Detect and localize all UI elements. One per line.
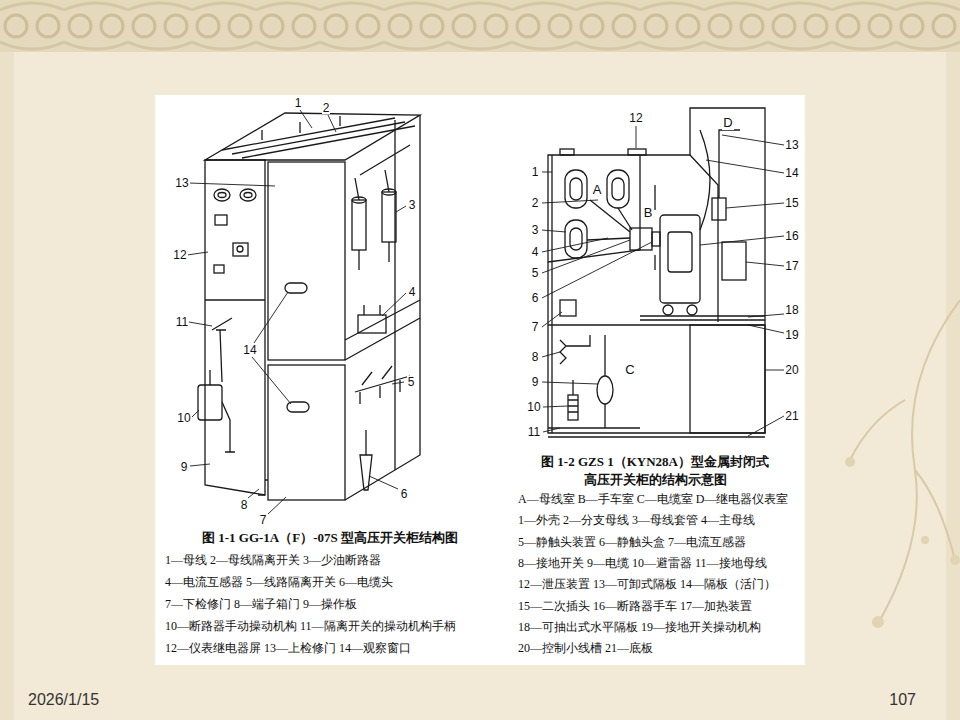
slide-number: 107: [889, 692, 916, 709]
callout-number: 14: [242, 344, 257, 357]
legend-line: 8—接地开关 9—电缆 10—避雷器 11—接地母线: [518, 557, 767, 570]
legend-line: 1—外壳 2—分支母线 3—母线套管 4—主母线: [518, 514, 755, 527]
callout-number: 2: [531, 197, 540, 210]
callout-number: 4: [408, 286, 417, 299]
callout-number: 15: [784, 197, 799, 210]
legend-line: 1—母线 2—母线隔离开关 3—少油断路器: [165, 554, 381, 567]
callout-number: 2: [322, 102, 331, 115]
callout-number: 8: [531, 351, 540, 364]
region-letter: D: [722, 116, 733, 130]
callout-number: 16: [784, 230, 799, 243]
callout-number: 21: [784, 410, 799, 423]
figure-caption: 图 1-1 GG-1A（F）-07S 型高压开关柜结构图: [202, 531, 458, 545]
legend-line: 20—控制小线槽 21—底板: [518, 642, 653, 655]
gg1a-cabinet: [198, 113, 420, 500]
figure-caption: 图 1-2 GZS 1（KYN28A）型金属封闭式: [541, 455, 769, 469]
callout-number: 3: [408, 199, 417, 212]
callout-number: 20: [784, 364, 799, 377]
callout-number: 8: [240, 499, 249, 512]
callout-number: 3: [531, 224, 540, 237]
callout-number: 6: [400, 488, 409, 501]
kyn28a-cabinet: [548, 108, 765, 437]
callout-number: 19: [784, 329, 799, 342]
legend-line: 4—电流互感器 5—线路隔离开关 6—电缆头: [165, 576, 393, 589]
callout-number: 1: [294, 97, 303, 110]
callout-number: 7: [259, 514, 268, 527]
callout-number: 11: [175, 316, 189, 329]
leader-lines: [187, 110, 406, 514]
legend-line: 15—二次插头 16—断路器手车 17—加热装置: [518, 600, 752, 613]
figure-caption: 高压开关柜的结构示意图: [584, 473, 727, 487]
callout-number: 13: [784, 139, 799, 152]
region-letter: A: [592, 183, 603, 197]
callout-number: 4: [531, 246, 540, 259]
slide-date: 2026/1/15: [28, 692, 99, 709]
legend-line: A—母线室 B—手车室 C—电缆室 D—继电器仪表室: [518, 493, 788, 506]
callout-number: 13: [174, 177, 189, 190]
callout-number: 10: [526, 401, 541, 414]
callout-number: 11: [527, 426, 541, 439]
callout-number: 1: [531, 166, 540, 179]
region-letter: C: [624, 363, 635, 377]
legend-line: 7—下检修门 8—端子箱门 9—操作板: [165, 598, 357, 611]
callout-number: 9: [531, 376, 540, 389]
callout-number: 10: [176, 412, 191, 425]
legend-line: 18—可抽出式水平隔板 19—接地开关操动机构: [518, 621, 761, 634]
region-letter: B: [643, 206, 654, 220]
legend-line: 10—断路器手动操动机构 11—隔离开关的操动机构手柄: [165, 620, 456, 633]
legend-line: 12—泄压装置 13—可卸式隔板 14—隔板（活门）: [518, 578, 776, 591]
callout-number: 7: [531, 321, 540, 334]
callout-number: 14: [784, 167, 799, 180]
callout-number: 5: [407, 376, 416, 389]
callout-number: 9: [180, 461, 189, 474]
callout-number: 18: [784, 304, 799, 317]
figure-ground: [155, 95, 805, 665]
callout-number: 6: [531, 292, 540, 305]
callout-number: 17: [784, 260, 799, 273]
callout-number: 12: [172, 249, 187, 262]
legend-line: 12—仪表继电器屏 13—上检修门 14—观察窗口: [165, 642, 411, 655]
callout-number: 12: [628, 112, 643, 125]
callout-number: 5: [531, 267, 540, 280]
leader-lines: [542, 126, 784, 436]
legend-line: 5—静触头装置 6—静触头盒 7—电流互感器: [518, 536, 746, 549]
